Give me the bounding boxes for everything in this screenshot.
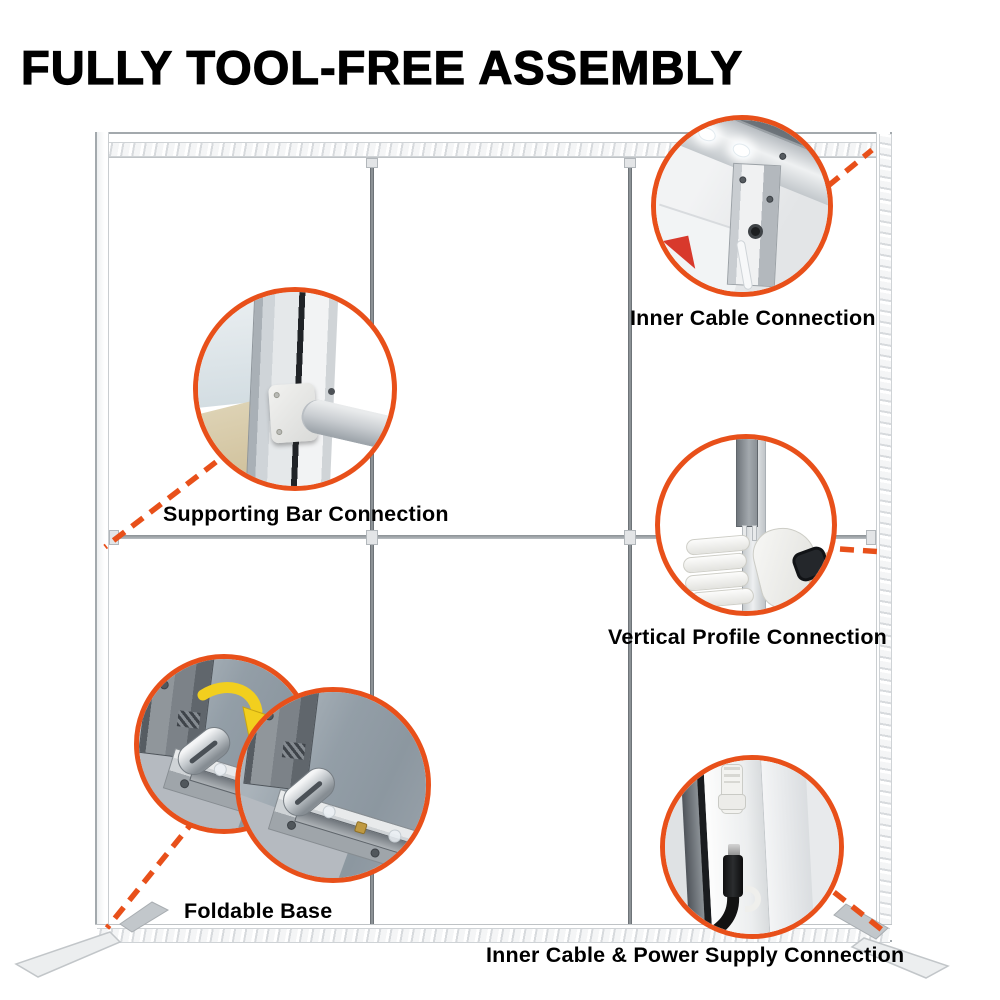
screw-icon <box>264 710 275 721</box>
right-foot-back <box>833 903 889 940</box>
callout-circle-power-supply <box>660 755 844 939</box>
divider-joint <box>866 530 876 545</box>
connector-ribs <box>724 767 740 783</box>
callout-label-inner-cable: Inner Cable Connection <box>630 306 876 330</box>
right-foot-front <box>850 937 950 979</box>
screw-icon <box>739 176 747 184</box>
connector-pin <box>752 525 757 541</box>
frame-right-rail <box>876 132 892 942</box>
leader-line-inner-cable <box>826 147 874 189</box>
callout-circle-supporting-bar <box>193 287 397 491</box>
horizontal-divider <box>109 535 876 539</box>
right-rail-texture <box>879 134 892 940</box>
cable-port <box>748 224 763 239</box>
callout-label-power-supply: Inner Cable & Power Supply Connection <box>486 943 905 967</box>
screw-icon <box>766 195 774 203</box>
callout-label-foldable-base: Foldable Base <box>184 899 333 923</box>
divider-joint <box>366 530 378 545</box>
cable-clip <box>745 886 761 912</box>
hinge-slot <box>293 780 324 806</box>
leader-line-vertical-profile <box>839 546 885 555</box>
callout-label-supporting-bar: Supporting Bar Connection <box>163 502 449 526</box>
leader-line-power-supply <box>814 875 888 936</box>
leader-line-foldable-base <box>104 816 199 930</box>
screw-icon <box>778 151 788 161</box>
screw-icon <box>273 391 280 399</box>
divider-joint <box>624 530 636 545</box>
divider-joint <box>366 158 378 168</box>
page-title: FULLY TOOL-FREE ASSEMBLY <box>20 40 744 94</box>
led-light-icon <box>696 124 718 144</box>
dc-plug <box>723 855 743 897</box>
leader-line-supporting-bar <box>103 459 218 550</box>
vent-slots <box>281 741 306 760</box>
screw-icon <box>276 428 283 436</box>
connector-collar <box>718 794 746 810</box>
screw-icon <box>159 679 170 690</box>
upper-profile-segment <box>736 439 758 527</box>
callout-circle-foldable-base-flat <box>235 687 431 883</box>
screw-icon <box>369 847 381 859</box>
led-light-icon <box>730 141 753 160</box>
left-foot-back <box>119 901 170 933</box>
callout-circle-vertical-profile <box>655 434 837 616</box>
power-cable <box>700 888 740 934</box>
callout-circle-inner-cable <box>651 115 833 297</box>
frame-left-rail <box>95 132 109 942</box>
dc-plug-tip <box>728 844 740 856</box>
left-foot-front <box>14 931 122 978</box>
divider-joint <box>624 158 636 168</box>
callout-label-vertical-profile: Vertical Profile Connection <box>608 625 887 649</box>
screw-icon <box>328 388 335 395</box>
